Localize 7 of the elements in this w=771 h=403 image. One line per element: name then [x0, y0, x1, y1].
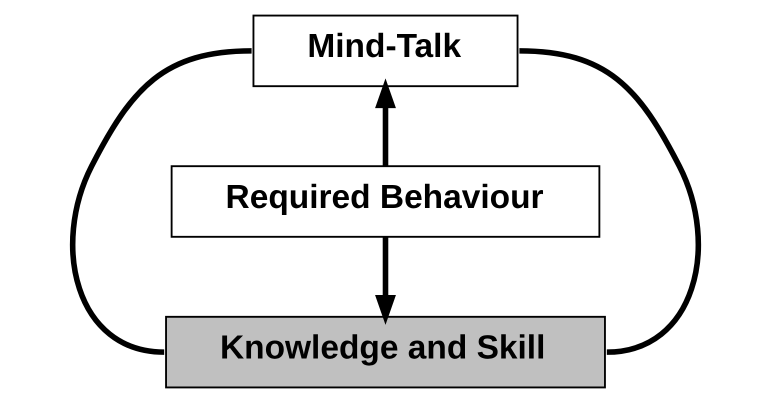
arrow [375, 237, 396, 325]
node-box: Required Behaviour [170, 165, 600, 238]
connector [70, 48, 252, 355]
arrow [375, 78, 396, 166]
node-box: Knowledge and Skill [165, 316, 606, 388]
connector [519, 48, 701, 355]
node-box: Mind-Talk [252, 14, 518, 88]
